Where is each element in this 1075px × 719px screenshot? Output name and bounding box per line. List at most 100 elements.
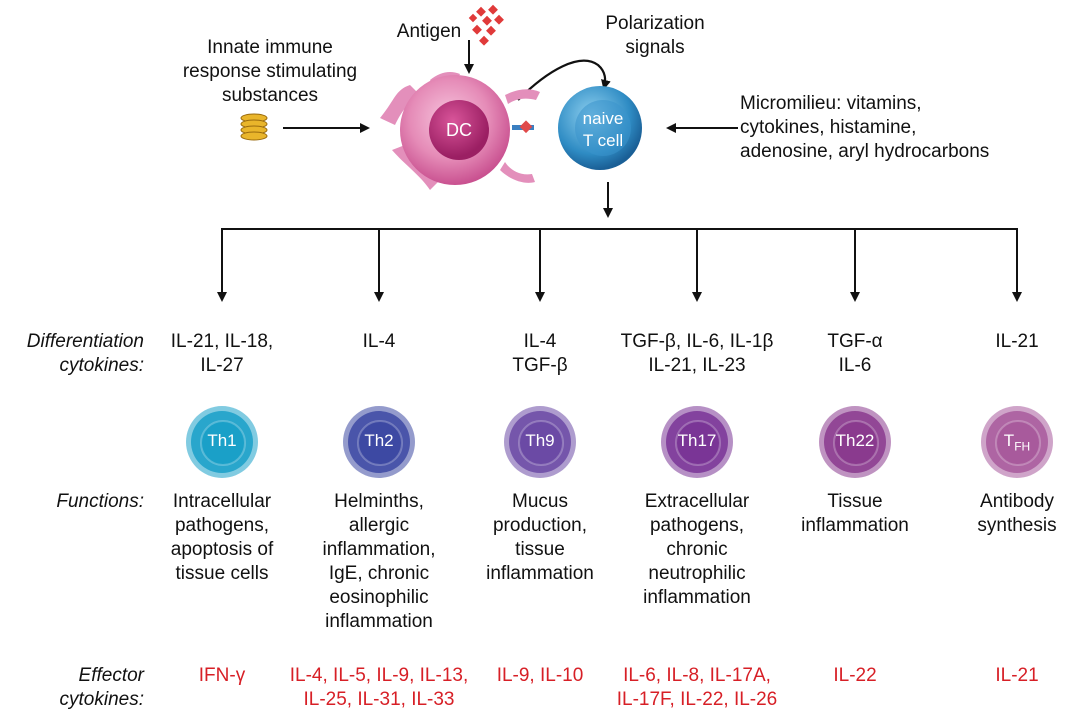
naive-t-cell-icon (558, 86, 642, 170)
naive-label: naive T cell (563, 108, 643, 152)
subset-1-differentiation-cytokines-line: IL-4 (362, 331, 396, 352)
subset-4-differentiation-cytokines-line: TGF-α (827, 331, 883, 352)
subset-3-differentiation-cytokines-line: IL-21, IL-23 (648, 355, 746, 376)
subset-4-name: Th22 (815, 431, 895, 451)
effector-label-line-1: Effector (78, 665, 144, 686)
micro-line-2: cytokines, histamine, (740, 117, 917, 138)
differentiation-row-label: Differentiation cytokines: (0, 330, 144, 378)
effector-row-label: Effector cytokines: (0, 664, 144, 712)
subset-1-functions-line: IgE, chronic (328, 563, 430, 584)
subset-3-effector-cytokines-line: IL-6, IL-8, IL-17A, (623, 665, 771, 686)
subset-4-effector-cytokines-line: IL-22 (833, 665, 877, 686)
subset-2-name-text: Th9 (525, 431, 555, 450)
subset-2-functions-line: production, (492, 515, 587, 536)
subset-0-effector-cytokines-line: IFN-γ (198, 665, 246, 686)
subset-5-name: TFH (977, 431, 1057, 453)
subset-1-effector-cytokines: IL-4, IL-5, IL-9, IL-13, IL-25, IL-31, IL… (279, 664, 479, 712)
dc-label: DC (446, 120, 472, 140)
polarization-line-2: signals (625, 37, 685, 58)
subset-0-cell-icon (186, 406, 258, 478)
subset-0-effector-cytokines: IFN-γ (137, 664, 307, 688)
subset-4-effector-cytokines: IL-22 (780, 664, 930, 688)
subset-0-differentiation-cytokines-line: IL-21, IL-18, (170, 331, 274, 352)
subset-4-functions-line: inflammation (801, 515, 909, 536)
subset-0-functions: Intracellular pathogens, apoptosis of tissu… (137, 490, 307, 586)
subset-3-name-text: Th17 (677, 431, 717, 450)
subset-3-functions-line: chronic (666, 539, 728, 560)
subset-1-functions-line: inflammation (325, 611, 433, 632)
subset-2-functions-line: inflammation (486, 563, 594, 584)
subset-5-name-text: T (1003, 431, 1015, 450)
polarization-line-1: Polarization (605, 13, 705, 34)
subset-5-differentiation-cytokines: IL-21 (942, 330, 1075, 354)
branch-tree (217, 228, 1022, 302)
naive-line-2: T cell (582, 131, 624, 150)
subset-2-differentiation-cytokines-line: TGF-β (512, 355, 568, 376)
subset-0-name-text: Th1 (207, 431, 237, 450)
subset-1-effector-cytokines-line: IL-4, IL-5, IL-9, IL-13, (289, 665, 469, 686)
subset-3-cell-icon (661, 406, 733, 478)
micromilieu-label: Micromilieu: vitamins, cytokines, histam… (740, 92, 1060, 164)
micro-line-1: Micromilieu: vitamins, (740, 93, 922, 114)
antigen-label: Antigen (396, 21, 462, 42)
dendritic-cell-icon (380, 72, 540, 190)
subset-1-effector-cytokines-line: IL-25, IL-31, IL-33 (303, 689, 455, 710)
innate-line-3: substances (221, 85, 319, 106)
subset-1-functions-line: inflammation, (322, 539, 436, 560)
subset-0-functions-line: apoptosis of (170, 539, 274, 560)
polarization-arrow (517, 59, 611, 101)
subset-4-functions-line: Tissue (827, 491, 883, 512)
subset-4-differentiation-cytokines-line: IL-6 (838, 355, 872, 376)
subset-3-functions-line: inflammation (643, 587, 751, 608)
subset-5-cell-icon (981, 406, 1053, 478)
functions-row-label: Functions: (56, 491, 144, 512)
subset-3-differentiation-cytokines-line: TGF-β, IL-6, IL-1β (620, 331, 774, 352)
subset-5-effector-cytokines: IL-21 (942, 664, 1075, 688)
polarization-label: Polarization signals (555, 12, 755, 60)
innate-label: Innate immune response stimulating subst… (150, 36, 390, 108)
subset-1-differentiation-cytokines: IL-4 (279, 330, 479, 354)
innate-line-2: response stimulating (182, 61, 358, 82)
subset-2-differentiation-cytokines-line: IL-4 (523, 331, 557, 352)
micro-line-3: adenosine, aryl hydrocarbons (740, 141, 990, 162)
subset-3-functions-line: neutrophilic (648, 563, 746, 584)
subset-1-functions: Helminths, allergic inflammation, IgE, chro… (279, 490, 479, 634)
diff-label-line-1: Differentiation (26, 331, 144, 352)
subset-3-name: Th17 (657, 431, 737, 451)
subset-1-name: Th2 (339, 431, 419, 451)
subset-0-functions-line: tissue cells (175, 563, 269, 584)
subset-2-functions-line: tissue (515, 539, 565, 560)
naive-line-1: naive (582, 109, 624, 128)
subset-1-functions-line: Helminths, (334, 491, 424, 512)
subset-0-name: Th1 (182, 431, 262, 451)
subset-5-functions-line: synthesis (977, 515, 1057, 536)
subset-2-name: Th9 (500, 431, 580, 451)
subset-5-effector-cytokines-line: IL-21 (995, 665, 1039, 686)
diff-label-line-2: cytokines: (59, 355, 144, 376)
antigen-particles (468, 4, 504, 46)
subset-0-differentiation-cytokines: IL-21, IL-18,IL-27 (137, 330, 307, 378)
subset-2-cell-icon (504, 406, 576, 478)
subset-3-functions-line: Extracellular (644, 491, 750, 512)
synapse-icon (512, 120, 534, 134)
coil-icon (240, 113, 268, 141)
subset-cells (186, 406, 1053, 478)
subset-1-cell-icon (343, 406, 415, 478)
subset-0-functions-line: Intracellular (172, 491, 272, 512)
subset-3-effector-cytokines: IL-6, IL-8, IL-17A,IL-17F, IL-22, IL-26 (602, 664, 792, 712)
subset-5-differentiation-cytokines-line: IL-21 (995, 331, 1039, 352)
subset-3-functions-line: pathogens, (649, 515, 745, 536)
subset-4-name-text: Th22 (835, 431, 875, 450)
subset-1-functions-line: eosinophilic (329, 587, 429, 608)
subset-2-effector-cytokines: IL-9, IL-10 (470, 664, 610, 688)
subset-0-functions-line: pathogens, (174, 515, 270, 536)
subset-2-effector-cytokines-line: IL-9, IL-10 (496, 665, 584, 686)
subset-1-name-text: Th2 (364, 431, 394, 450)
subset-1-functions-line: allergic (348, 515, 410, 536)
